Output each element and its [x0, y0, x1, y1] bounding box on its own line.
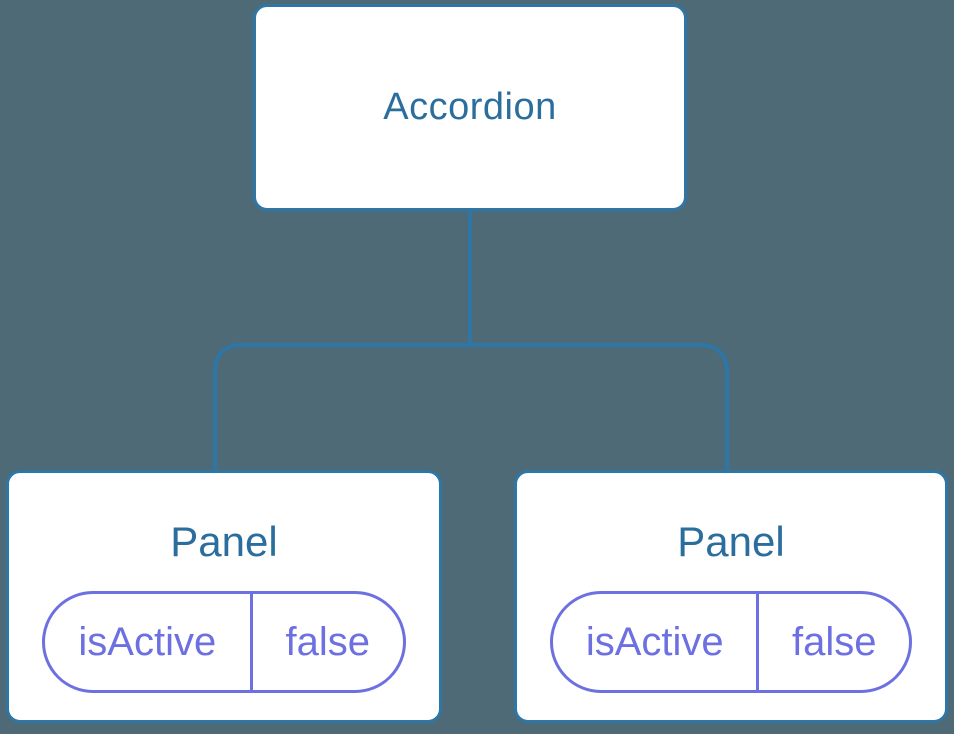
- accordion-node: Accordion: [253, 4, 687, 211]
- panel-node-left: Panel isActive false: [6, 470, 442, 723]
- state-key-cell: isActive: [45, 594, 253, 690]
- panel-node-right: Panel isActive false: [514, 470, 948, 723]
- connector-bracket: [213, 343, 729, 470]
- panel-label: Panel: [677, 518, 785, 565]
- state-value-cell: false: [285, 619, 371, 664]
- state-pill: isActive false: [42, 591, 406, 693]
- state-key-cell: isActive: [553, 594, 760, 690]
- connector-stem: [468, 211, 472, 347]
- state-pill: isActive false: [550, 591, 912, 693]
- panel-label: Panel: [170, 518, 278, 565]
- state-value-cell: false: [791, 619, 877, 664]
- accordion-label: Accordion: [383, 86, 557, 128]
